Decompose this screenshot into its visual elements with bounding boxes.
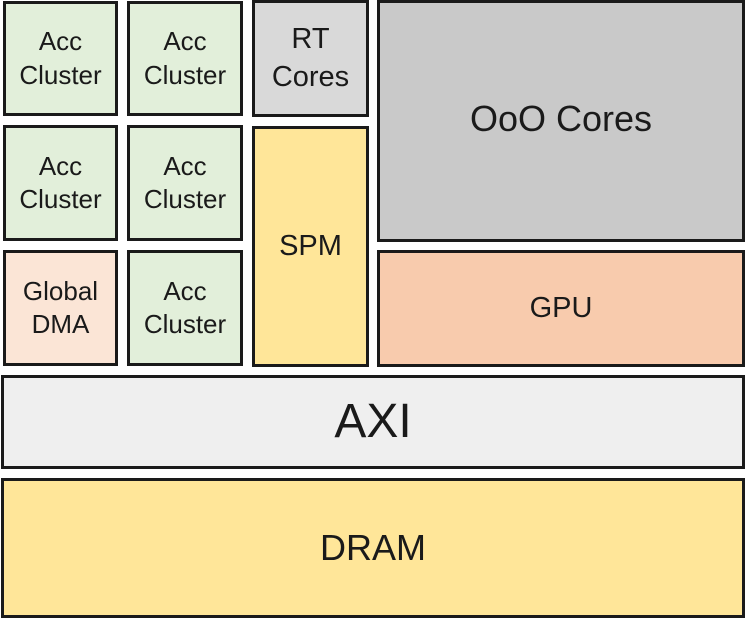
acc-cluster-label: Acc Cluster: [143, 275, 227, 339]
global-dma-label: Global DMA: [22, 275, 99, 339]
acc-cluster-block-5: Acc Cluster: [127, 250, 243, 366]
acc-cluster-label: Acc Cluster: [143, 26, 227, 90]
spm-block: SPM: [252, 126, 369, 367]
dram-label: DRAM: [320, 526, 426, 568]
ooo-cores-label: OoO Cores: [469, 97, 653, 139]
acc-cluster-block-1: Acc Cluster: [3, 1, 118, 116]
gpu-block: GPU: [377, 250, 745, 367]
axi-label: AXI: [334, 395, 412, 449]
dram-block: DRAM: [1, 478, 745, 618]
ooo-cores-block: OoO Cores: [377, 0, 745, 242]
axi-bus-block: AXI: [1, 375, 745, 469]
rt-cores-block: RT Cores: [252, 0, 369, 117]
rt-cores-label: RT Cores: [271, 23, 350, 93]
acc-cluster-block-3: Acc Cluster: [3, 125, 118, 241]
acc-cluster-label: Acc Cluster: [19, 26, 102, 90]
global-dma-block: Global DMA: [3, 250, 118, 366]
acc-cluster-label: Acc Cluster: [19, 150, 102, 214]
acc-cluster-block-2: Acc Cluster: [127, 1, 243, 116]
gpu-label: GPU: [529, 291, 593, 324]
spm-label: SPM: [279, 229, 342, 262]
acc-cluster-block-4: Acc Cluster: [127, 125, 243, 241]
acc-cluster-label: Acc Cluster: [143, 150, 227, 214]
